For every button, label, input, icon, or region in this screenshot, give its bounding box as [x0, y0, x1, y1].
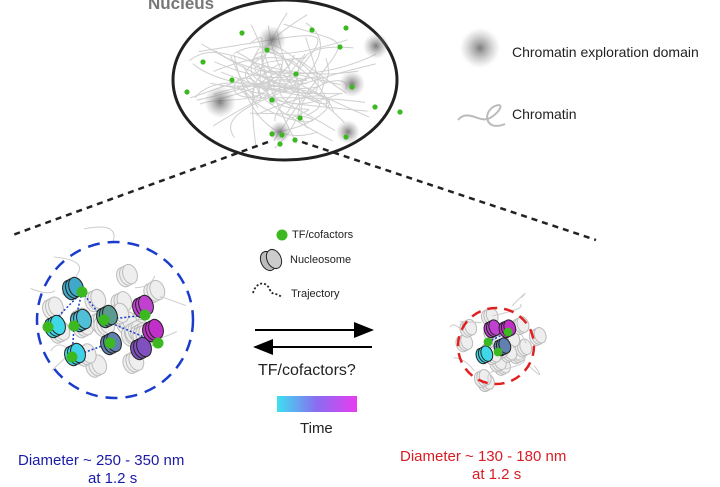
tf-dot [269, 131, 275, 137]
nucleosome [130, 336, 152, 361]
legend-domain-label: Chromatin exploration domain [512, 44, 699, 60]
nucleosome [42, 296, 64, 320]
chromatin-fiber [84, 226, 115, 242]
tf-dot [104, 337, 116, 349]
legend-tf-label: TF/cofactors [292, 229, 354, 241]
chromatin-fiber [518, 328, 527, 344]
right-chromatin-cluster [449, 292, 547, 393]
chromatin-fiber [459, 320, 482, 324]
nucleosome [116, 263, 138, 288]
tf-dot [297, 115, 303, 121]
tf-dot [139, 309, 151, 321]
tf-dot [292, 137, 298, 143]
tf-dot [343, 25, 349, 31]
tf-dot [269, 97, 275, 103]
tf-dot [293, 71, 299, 77]
legend-chromatin-icon [457, 104, 506, 127]
tf-dot [337, 44, 343, 50]
chromatin-fiber [505, 356, 526, 370]
chromatin-fiber [53, 256, 80, 277]
right-time-label: at 1.2 s [472, 466, 522, 483]
nucleosome [475, 345, 494, 365]
chromatin-fiber [511, 357, 525, 361]
legend-tf-icon [276, 229, 288, 241]
tf-dot [239, 30, 245, 36]
tf-dot [343, 134, 349, 140]
time-gradient-bar [277, 396, 357, 412]
nucleosome [480, 307, 499, 327]
nucleosome [142, 318, 164, 343]
tf-dot [277, 141, 283, 147]
exploration-domains [204, 26, 389, 144]
tf-dot [309, 27, 315, 33]
tf-dot [200, 59, 206, 65]
tf-dot [279, 132, 285, 138]
tf-dot [349, 84, 355, 90]
tf-dot [76, 286, 88, 298]
tf-dots [184, 25, 403, 147]
chromatin-fiber [453, 357, 475, 372]
right-diameter-label: Diameter ~ 130 - 180 nm [400, 448, 567, 465]
chromatin-fiber [159, 296, 187, 307]
chromatin-fiber [135, 275, 156, 289]
legend-chromatin-label: Chromatin [512, 106, 577, 122]
tf-dot [184, 89, 190, 95]
tf-dot [42, 321, 54, 333]
tf-dot [98, 314, 110, 326]
left-domain-boundary [35, 240, 195, 400]
tf-dot [229, 77, 235, 83]
nucleus [171, 0, 403, 162]
tf-question-label: TF/cofactors? [258, 362, 356, 379]
nucleosome [459, 318, 478, 338]
tf-dot [372, 104, 378, 110]
left-diameter-label: Diameter ~ 250 - 350 nm [18, 452, 185, 469]
nucleosome [455, 333, 474, 353]
chromatin-fiber [511, 292, 526, 307]
left-time-label: at 1.2 s [88, 470, 138, 487]
tf-dot [397, 109, 403, 115]
zoom-lines [9, 140, 597, 242]
legend-nucleosome-label: Nucleosome [290, 254, 352, 266]
nucleus-title: Nucleus [148, 0, 215, 13]
chromatin-fiber [492, 303, 522, 317]
tf-dot [152, 337, 164, 349]
tf-dot [66, 351, 78, 363]
chromatin-fiber [449, 324, 470, 338]
tf-dot [493, 347, 503, 357]
legend-domain-icon [460, 28, 500, 68]
tf-dot [264, 47, 270, 53]
tf-dot [503, 327, 513, 337]
legend-trajectory-label: Trajectory [291, 288, 340, 300]
nucleosome [483, 319, 502, 339]
chromatin-fiber [487, 370, 501, 385]
left-chromatin-cluster [30, 226, 187, 378]
time-label: Time [300, 420, 333, 437]
legend-nucleosome-icon [259, 248, 283, 272]
tf-dot [68, 320, 80, 332]
right-domain-boundary [456, 306, 536, 386]
tf-dot [483, 337, 493, 347]
chromatin-fiber [528, 365, 541, 376]
legend-trajectory-icon [252, 282, 283, 299]
chromatin-fiber [30, 288, 56, 294]
